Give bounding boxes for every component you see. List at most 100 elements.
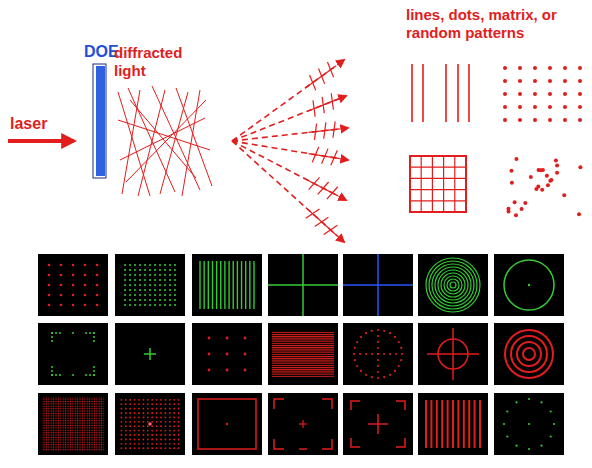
- tile-dot: [377, 365, 379, 367]
- sample-random-dot: [562, 193, 566, 197]
- tile-dot: [139, 294, 141, 296]
- sample-random-dot: [520, 207, 524, 211]
- tile-dot: [394, 370, 396, 372]
- tile-stroke: [322, 439, 332, 449]
- tile-stroke: [302, 420, 303, 428]
- tile-dot: [129, 289, 131, 291]
- pattern-tile: [38, 323, 108, 385]
- tile-dot: [93, 332, 95, 334]
- tile-dot: [129, 403, 131, 405]
- tile-dot: [226, 337, 229, 340]
- tile-dot: [121, 408, 123, 410]
- tile-dot: [244, 337, 247, 340]
- tile-dot: [138, 434, 140, 436]
- tile-dot: [226, 423, 228, 425]
- tile-dot: [173, 443, 175, 445]
- tile-dot: [159, 264, 161, 266]
- tile-dot: [129, 294, 131, 296]
- tile-dot: [134, 403, 136, 405]
- tile-dot: [151, 447, 153, 449]
- tile-dot: [121, 447, 123, 449]
- tile-ground: [38, 254, 108, 316]
- matrix-line: [443, 156, 444, 212]
- pattern-tile: [115, 393, 185, 455]
- tile-dot: [377, 371, 379, 373]
- sample-random-dot: [545, 174, 549, 178]
- tile-dot: [125, 447, 127, 449]
- sample-line: [422, 64, 424, 122]
- tile-dot: [540, 401, 542, 403]
- tile-dot: [164, 264, 166, 266]
- pattern-tile: [268, 323, 338, 385]
- tile-dot: [129, 412, 131, 414]
- tile-ground: [192, 393, 262, 455]
- tile-dot: [151, 421, 153, 423]
- tile-stroke: [452, 328, 454, 380]
- tile-stroke: [322, 399, 332, 409]
- tile-dot: [124, 264, 126, 266]
- pattern-tile: [192, 323, 262, 385]
- tile-dot: [159, 299, 161, 301]
- tile-dot: [89, 332, 91, 334]
- tile-dot: [165, 434, 167, 436]
- tile-dot: [353, 353, 355, 355]
- tile-dot: [121, 421, 123, 423]
- sample-random-dot: [577, 212, 581, 216]
- tile-dot: [129, 430, 131, 432]
- tile-dot: [143, 434, 145, 436]
- tile-dot: [144, 274, 146, 276]
- wavefront-tick: [319, 69, 325, 84]
- ray: [176, 88, 212, 186]
- tile-dot: [125, 417, 127, 419]
- tile-dot: [89, 374, 91, 376]
- tile-dot: [93, 336, 95, 338]
- tile-dot: [151, 412, 153, 414]
- diffracted-light-label: diffracted light: [114, 44, 204, 80]
- tile-dot: [93, 340, 95, 342]
- tile-dot: [72, 264, 75, 267]
- tile-stroke: [377, 254, 379, 316]
- tile-ground: [494, 323, 564, 385]
- tile-dot: [147, 434, 149, 436]
- sample-dot: [503, 105, 507, 109]
- matrix-line: [410, 189, 466, 190]
- tile-dot: [124, 274, 126, 276]
- tile-dot: [134, 304, 136, 306]
- tile-dot: [169, 439, 171, 441]
- tile-dot: [151, 434, 153, 436]
- sample-dot: [563, 118, 567, 122]
- tile-dot: [506, 410, 508, 412]
- tile-dot: [226, 353, 229, 356]
- tile-dot: [144, 279, 146, 281]
- tile-dot: [129, 425, 131, 427]
- pattern-tile: [418, 323, 488, 385]
- tile-ring: [438, 270, 468, 300]
- tile-dot: [159, 304, 161, 306]
- tile-dot: [154, 269, 156, 271]
- tile-stroke: [430, 400, 432, 448]
- tile-dot: [159, 294, 161, 296]
- tile-dot: [398, 341, 400, 343]
- tile-ground: [115, 323, 185, 385]
- tile-dot: [151, 443, 153, 445]
- tile-dot: [159, 289, 161, 291]
- laser-beam: [8, 139, 74, 143]
- tile-dot: [48, 274, 51, 277]
- tile-dot: [169, 447, 171, 449]
- tile-dot: [169, 294, 171, 296]
- tile-dot: [550, 410, 552, 412]
- tile-dot: [178, 434, 180, 436]
- tile-dot: [51, 332, 53, 334]
- tile-dot: [151, 430, 153, 432]
- tile-dot: [147, 412, 149, 414]
- tile-dot: [156, 417, 158, 419]
- tile-dot: [156, 425, 158, 427]
- tile-stroke: [241, 261, 242, 309]
- wavefront-tick: [309, 177, 320, 189]
- tile-dot: [60, 274, 63, 277]
- tile-dot: [174, 284, 176, 286]
- tile-dot: [178, 399, 180, 401]
- wavefront-tick: [322, 97, 324, 113]
- tile-dot: [51, 332, 53, 334]
